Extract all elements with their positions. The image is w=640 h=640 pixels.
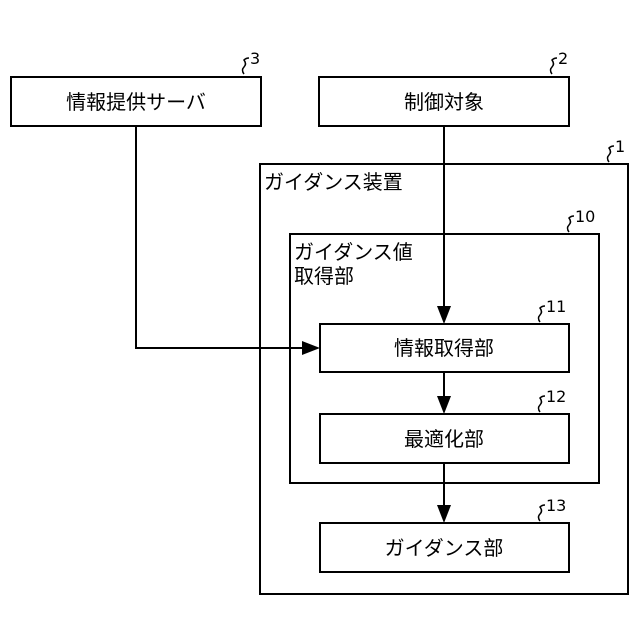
arrow-control-target-to-info-acquisition [437,126,451,324]
arrowhead [437,505,451,523]
info-acquisition-ref: 11 [546,297,566,316]
info-acquisition-label: 情報取得部 [394,336,494,360]
info-acquisition-ref-leader [539,306,546,322]
info-server-ref: 3 [250,49,260,68]
optimization-ref: 12 [546,387,566,406]
guidance-device-label: ガイダンス装置 [264,170,403,194]
guidance-value-acquisition-label-line1: ガイダンス値 [294,240,413,264]
control-target-ref: 2 [558,49,568,68]
arrowhead [302,341,320,355]
arrow-line [136,126,306,348]
control-target-label: 制御対象 [404,90,484,114]
guidance-value-acquisition-ref: 10 [575,207,595,226]
guidance-device-ref-leader [608,146,615,162]
control-target-node: 制御対象 2 [319,49,569,126]
arrowhead [437,396,451,414]
control-target-ref-leader [551,58,558,74]
optimization-label: 最適化部 [404,427,484,451]
info-server-ref-leader [243,58,250,74]
info-server-label: 情報提供サーバ [66,90,206,114]
info-server-node: 情報提供サーバ 3 [11,49,261,126]
arrow-optimization-to-guidance-unit [437,463,451,523]
guidance-device-ref: 1 [615,137,625,156]
optimization-ref-leader [539,396,546,412]
guidance-value-acquisition-ref-leader [568,216,575,232]
arrowhead [437,306,451,324]
arrow-info-acquisition-to-optimization [437,372,451,414]
arrow-info-server-to-info-acquisition [136,126,320,355]
guidance-unit-ref-leader [539,505,546,521]
guidance-value-acquisition-label-line2: 取得部 [294,264,354,288]
guidance-unit-ref: 13 [546,496,566,515]
guidance-unit-label: ガイダンス部 [385,536,504,560]
